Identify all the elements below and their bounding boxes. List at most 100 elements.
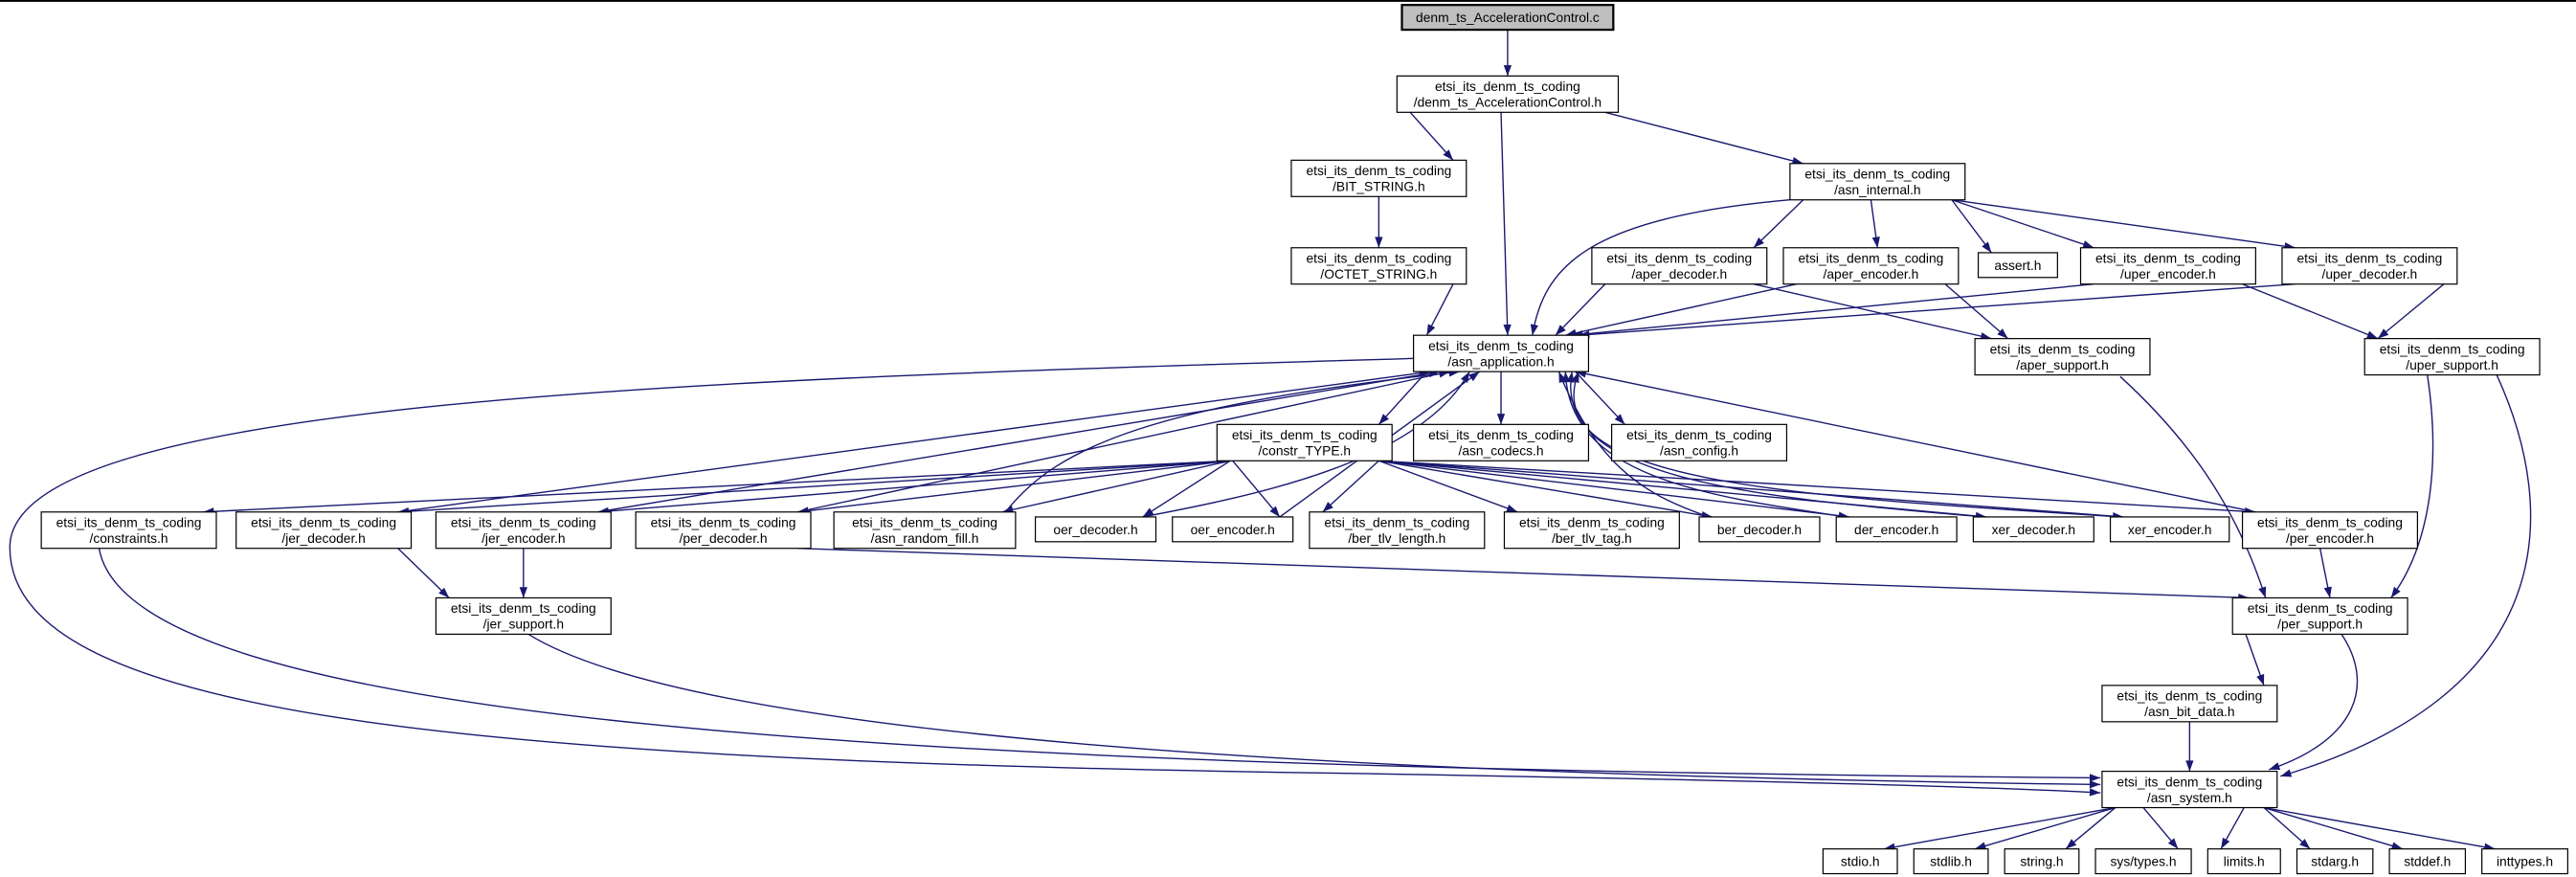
include-edge-asn-internal--uper-decoder	[1951, 199, 2296, 249]
graph-node-stdlib-h: stdlib.h	[1913, 848, 1989, 875]
node-label: etsi_its_denm_ts_coding	[2117, 689, 2262, 704]
arrowhead	[1982, 241, 1992, 253]
arrowhead	[2323, 586, 2332, 598]
include-edge-constr-type--oer-encoder	[1232, 460, 1281, 518]
node-label: /ber_tlv_tag.h	[1552, 531, 1632, 546]
node-label: /constr_TYPE.h	[1258, 444, 1351, 459]
node-label: etsi_its_denm_ts_coding	[1990, 342, 2136, 356]
node-box	[235, 511, 413, 550]
node-label: stdarg.h	[2311, 855, 2359, 869]
include-edge-uper-support--per-support	[2390, 374, 2434, 598]
graph-node-per-encoder[interactable]: etsi_its_denm_ts_coding/per_encoder.h	[2241, 511, 2419, 550]
graph-node-aper-support[interactable]: etsi_its_denm_ts_coding/aper_support.h	[1974, 338, 2151, 376]
include-edge-accel-h--asn-internal	[1604, 111, 1803, 165]
graph-node-stdarg-h: stdarg.h	[2296, 848, 2374, 875]
graph-node-jer-encoder[interactable]: etsi_its_denm_ts_coding/jer_encoder.h	[435, 511, 612, 550]
node-box	[1789, 163, 1966, 201]
arrowhead	[1871, 236, 1880, 248]
node-label: etsi_its_denm_ts_coding	[651, 515, 796, 529]
include-edge-aper-encoder--aper-support	[1944, 283, 2009, 340]
node-box	[1290, 247, 1467, 285]
node-label: /asn_config.h	[1660, 444, 1738, 459]
arrowhead	[1791, 156, 1803, 165]
graph-node-xer-decoder[interactable]: xer_decoder.h	[1972, 516, 2094, 543]
graph-node-constr-type[interactable]: etsi_its_denm_ts_coding/constr_TYPE.h	[1216, 423, 1393, 461]
arrowhead	[1997, 328, 2008, 339]
graph-node-asn-codecs[interactable]: etsi_its_denm_ts_coding/asn_codecs.h	[1412, 423, 1590, 461]
node-label: xer_decoder.h	[1992, 523, 2075, 537]
include-edge-uper-decoder--uper-support	[2377, 283, 2445, 340]
graph-node-der-encoder[interactable]: der_encoder.h	[1835, 516, 1958, 543]
node-label: string.h	[2020, 855, 2063, 869]
graph-node-oer-encoder[interactable]: oer_encoder.h	[1172, 516, 1294, 543]
node-label: etsi_its_denm_ts_coding	[251, 515, 396, 529]
include-edge-constr-type--ber-decoder	[1378, 460, 1713, 518]
node-box	[1977, 252, 2058, 279]
arrowhead	[2378, 328, 2389, 339]
node-box	[1835, 516, 1958, 543]
graph-node-per-decoder[interactable]: etsi_its_denm_ts_coding/per_decoder.h	[635, 511, 812, 550]
graph-node-asn-internal[interactable]: etsi_its_denm_ts_coding/asn_internal.h	[1789, 163, 1966, 201]
arrowhead	[2089, 780, 2101, 789]
arrowhead	[1375, 236, 1383, 248]
graph-node-octet-string[interactable]: etsi_its_denm_ts_coding/OCTET_STRING.h	[1290, 247, 1467, 285]
arrowhead	[2221, 837, 2230, 849]
include-edge-aper-support--per-support	[2119, 375, 2267, 598]
node-box	[2296, 848, 2374, 875]
graph-node-oer-decoder[interactable]: oer_decoder.h	[1034, 516, 1157, 543]
node-label: oer_encoder.h	[1191, 523, 1275, 537]
graph-node-asn-application[interactable]: etsi_its_denm_ts_coding/asn_application.…	[1412, 334, 1590, 372]
include-edge-asn-system--string-h	[2065, 807, 2117, 850]
arrowhead	[1571, 371, 1579, 384]
graph-node-asn-random-fill[interactable]: etsi_its_denm_ts_coding/asn_random_fill.…	[833, 511, 1017, 550]
include-edge-per-support--asn-system	[2268, 634, 2359, 771]
include-edge-asn-system--inttypes-h	[2263, 806, 2496, 850]
arrowhead	[1506, 504, 1518, 512]
graph-node-accel-h[interactable]: etsi_its_denm_ts_coding/denm_ts_Accelera…	[1396, 75, 1620, 113]
include-edge-xer-encoder--asn-application	[1573, 371, 2120, 518]
arrowhead	[2299, 839, 2311, 849]
node-label: /jer_support.h	[483, 618, 564, 632]
graph-node-ber-decoder[interactable]: ber_decoder.h	[1698, 516, 1821, 543]
graph-node-per-support[interactable]: etsi_its_denm_ts_coding/per_support.h	[2231, 596, 2408, 636]
arrowhead	[1378, 414, 1389, 425]
include-edge-asn-internal--aper-decoder	[1753, 199, 1804, 249]
node-label: etsi_its_denm_ts_coding	[1626, 428, 1772, 442]
graph-node-asn-system[interactable]: etsi_its_denm_ts_coding/asn_system.h	[2101, 770, 2278, 809]
arrowhead	[438, 587, 450, 598]
arrowhead	[2256, 673, 2265, 686]
graph-node-uper-support[interactable]: etsi_its_denm_ts_coding/uper_support.h	[2363, 338, 2541, 376]
node-box	[833, 511, 1017, 550]
graph-node-ber-tlv-tag[interactable]: etsi_its_denm_ts_coding/ber_tlv_tag.h	[1503, 511, 1680, 550]
include-edge-uper-encoder--uper-support	[2242, 283, 2379, 340]
graph-node-asn-bit-data[interactable]: etsi_its_denm_ts_coding/asn_bit_data.h	[2101, 685, 2278, 723]
node-label: etsi_its_denm_ts_coding	[1306, 164, 1451, 178]
node-label: /uper_encoder.h	[2120, 267, 2216, 281]
graph-node-xer-encoder[interactable]: xer_encoder.h	[2109, 516, 2230, 543]
graph-node-bit-string[interactable]: etsi_its_denm_ts_coding/BIT_STRING.h	[1290, 159, 1467, 197]
graph-node-jer-decoder[interactable]: etsi_its_denm_ts_coding/jer_decoder.h	[235, 511, 413, 550]
arrowhead	[2167, 838, 2179, 849]
include-edge-constr-type--asn-random-fill	[1001, 460, 1231, 513]
include-edge-asn-internal--asn-application	[1532, 199, 1790, 336]
node-box	[1822, 848, 1898, 875]
node-label: /asn_system.h	[2147, 791, 2232, 805]
graph-node-uper-decoder[interactable]: etsi_its_denm_ts_coding/uper_decoder.h	[2281, 247, 2458, 285]
node-label: /uper_decoder.h	[2322, 267, 2418, 281]
graph-node-ber-tlv-length[interactable]: etsi_its_denm_ts_coding/ber_tlv_length.h	[1309, 511, 1486, 550]
graph-node-aper-encoder[interactable]: etsi_its_denm_ts_coding/aper_encoder.h	[1782, 247, 1960, 285]
arrowhead	[1503, 65, 1512, 77]
graph-node-constraints[interactable]: etsi_its_denm_ts_coding/constraints.h	[40, 511, 217, 550]
graph-node-asn-config[interactable]: etsi_its_denm_ts_coding/asn_config.h	[1610, 423, 1788, 461]
node-box	[2101, 770, 2278, 809]
node-box	[435, 511, 612, 550]
arrowhead	[2366, 330, 2378, 339]
node-box	[1396, 75, 1620, 113]
graph-node-uper-encoder[interactable]: etsi_its_denm_ts_coding/uper_encoder.h	[2079, 247, 2256, 285]
node-box	[2388, 848, 2467, 875]
include-edge-asn-system--stdlib-h	[1974, 806, 2116, 850]
include-edge-aper-decoder--asn-application	[1555, 283, 1606, 336]
graph-node-jer-support[interactable]: etsi_its_denm_ts_coding/jer_support.h	[435, 596, 612, 636]
graph-node-aper-decoder[interactable]: etsi_its_denm_ts_coding/aper_decoder.h	[1591, 247, 1768, 285]
